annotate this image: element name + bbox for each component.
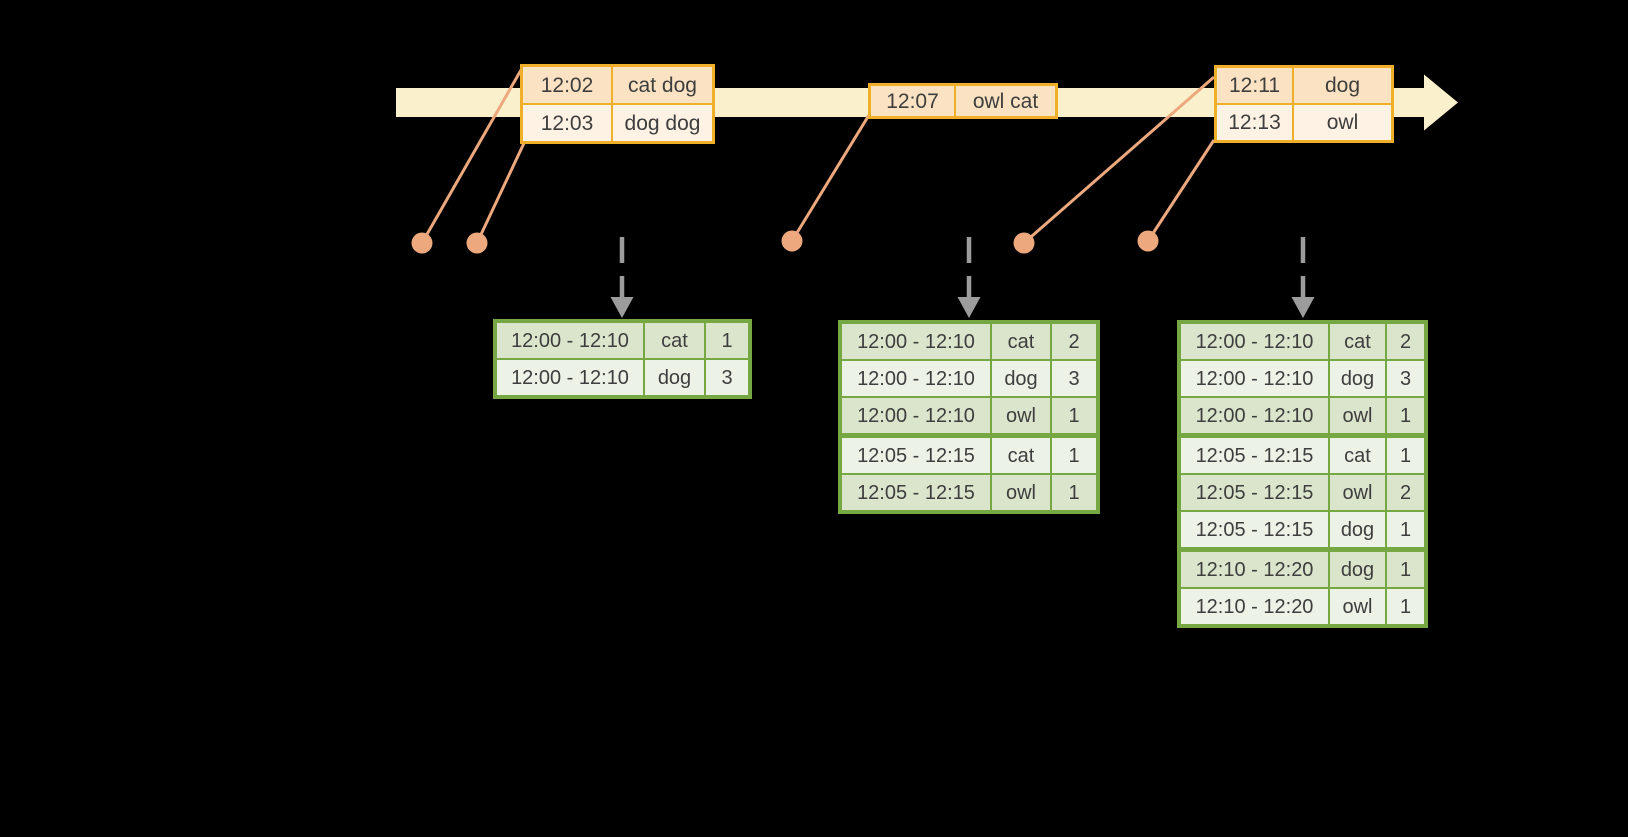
result-word-cell: dog — [992, 361, 1050, 396]
result-word-cell: dog — [1330, 512, 1385, 547]
result-word-cell: owl — [992, 398, 1050, 433]
result-window-cell: 12:10 - 12:20 — [1181, 589, 1328, 624]
event-words-cell: dog dog — [613, 105, 712, 141]
event-words-cell: cat dog — [613, 67, 712, 103]
result-word-cell: cat — [1330, 324, 1385, 359]
result-count-cell: 1 — [706, 323, 748, 358]
event-time-cell: 12:13 — [1217, 105, 1292, 140]
event-words-cell: dog — [1294, 68, 1391, 103]
event-words-cell: owl — [1294, 105, 1391, 140]
result-window-cell: 12:00 - 12:10 — [1181, 324, 1328, 359]
event-time-cell: 12:02 — [523, 67, 611, 103]
result-count-cell: 1 — [1387, 398, 1424, 433]
result-word-cell: cat — [992, 438, 1050, 473]
result-count-cell: 3 — [1387, 361, 1424, 396]
result-word-cell: owl — [1330, 475, 1385, 510]
event-words-cell: owl cat — [956, 86, 1055, 116]
result-window-cell: 12:00 - 12:10 — [1181, 398, 1328, 433]
event-dot — [466, 232, 488, 254]
result-count-cell: 1 — [1052, 475, 1096, 510]
result-window-cell: 12:05 - 12:15 — [1181, 512, 1328, 547]
result-window-cell: 12:05 - 12:15 — [842, 438, 990, 473]
trigger-arrow-head-icon — [610, 297, 634, 318]
event-dot — [1137, 230, 1159, 252]
event-time-cell: 12:07 — [871, 86, 954, 116]
result-count-cell: 1 — [1387, 552, 1424, 587]
event-connector-line — [1146, 139, 1216, 242]
result-word-cell: owl — [992, 475, 1050, 510]
result-word-cell: cat — [992, 324, 1050, 359]
event-connector-line — [475, 140, 527, 244]
result-word-cell: cat — [1330, 438, 1385, 473]
result-count-cell: 2 — [1387, 475, 1424, 510]
result-count-cell: 2 — [1387, 324, 1424, 359]
result-count-cell: 2 — [1052, 324, 1096, 359]
event-dot — [1013, 232, 1035, 254]
event-connector-line — [1023, 75, 1215, 245]
result-count-cell: 3 — [706, 360, 748, 395]
result-window-cell: 12:05 - 12:15 — [1181, 475, 1328, 510]
event-dot — [781, 230, 803, 252]
event-connector-line — [420, 69, 523, 244]
result-window-cell: 12:00 - 12:10 — [842, 398, 990, 433]
result-window-cell: 12:00 - 12:10 — [842, 324, 990, 359]
result-window-cell: 12:00 - 12:10 — [497, 360, 643, 395]
result-count-cell: 1 — [1052, 398, 1096, 433]
result-window-cell: 12:10 - 12:20 — [1181, 552, 1328, 587]
result-count-cell: 1 — [1387, 512, 1424, 547]
result-count-cell: 1 — [1052, 438, 1096, 473]
result-count-cell: 1 — [1387, 589, 1424, 624]
event-dot — [411, 232, 433, 254]
event-connector-line — [790, 114, 871, 242]
result-word-cell: cat — [645, 323, 704, 358]
result-word-cell: dog — [1330, 552, 1385, 587]
result-word-cell: dog — [1330, 361, 1385, 396]
timeline-arrow-head-icon — [1424, 74, 1458, 131]
result-window-cell: 12:00 - 12:10 — [1181, 361, 1328, 396]
result-window-cell: 12:05 - 12:15 — [842, 475, 990, 510]
result-word-cell: owl — [1330, 398, 1385, 433]
event-time-cell: 12:11 — [1217, 68, 1292, 103]
result-window-cell: 12:00 - 12:10 — [842, 361, 990, 396]
result-word-cell: dog — [645, 360, 704, 395]
trigger-arrow-head-icon — [957, 297, 981, 318]
result-window-cell: 12:05 - 12:15 — [1181, 438, 1328, 473]
result-count-cell: 1 — [1387, 438, 1424, 473]
result-word-cell: owl — [1330, 589, 1385, 624]
trigger-arrow-head-icon — [1291, 297, 1315, 318]
result-count-cell: 3 — [1052, 361, 1096, 396]
result-window-cell: 12:00 - 12:10 — [497, 323, 643, 358]
event-time-cell: 12:03 — [523, 105, 611, 141]
